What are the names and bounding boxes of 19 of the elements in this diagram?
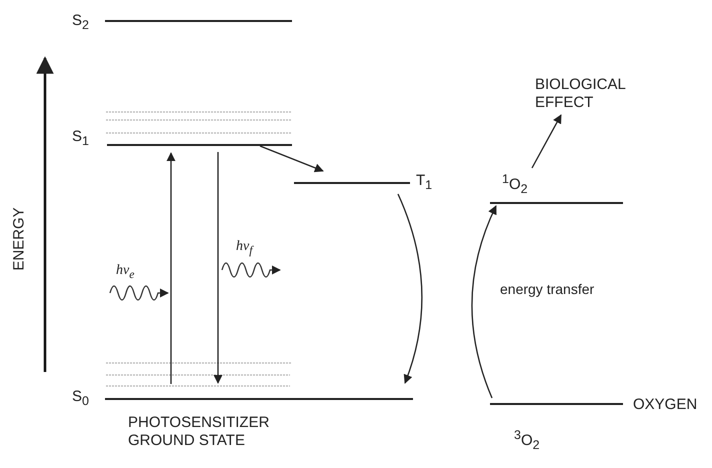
state-label: T$_{1}$ — [416, 172, 432, 194]
arrow — [531, 114, 562, 168]
outcome-label: BIOLOGICAL EFFECT — [535, 76, 626, 112]
process-label: energy transfer — [500, 280, 594, 298]
state-label: $^{1}$O$_{2}$ — [502, 171, 528, 198]
state-label: S$_{1}$ — [72, 128, 89, 150]
state-label: S$_{0}$ — [72, 388, 89, 410]
arrow — [471, 205, 497, 398]
state-caption: PHOTOSENSITIZER GROUND STATE — [128, 414, 270, 450]
photon-symbol: hν$_{e}$ — [116, 262, 134, 283]
axis-label: ENERGY — [10, 207, 29, 271]
state-label: S$_{2}$ — [72, 12, 89, 34]
photon-symbol: hν$_{f}$ — [236, 238, 252, 259]
state-caption: OXYGEN — [633, 396, 698, 414]
state-label: $^{3}$O$_{2}$ — [514, 427, 540, 454]
arrow — [213, 152, 223, 384]
arrow — [260, 145, 324, 172]
arrow — [166, 152, 176, 384]
arrow — [397, 194, 422, 384]
